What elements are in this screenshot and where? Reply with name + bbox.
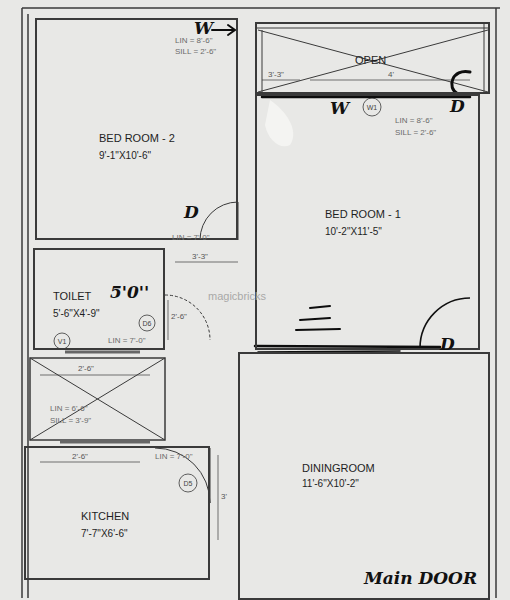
room-name: BED ROOM - 2 [99,132,175,144]
vent-tag: V1 [58,338,67,345]
dimension-line [168,300,169,340]
window-line [255,28,490,29]
dimension: 3' [221,492,227,501]
window-tag: W1 [367,104,378,111]
outer-wall [27,14,29,598]
dimension-line [40,462,140,463]
sill-note: SILL = 2'-6" [175,47,216,56]
hand-window-mark [262,96,470,99]
watermark: magicbricks [208,290,266,302]
door-swing [155,448,210,503]
outer-wall [495,8,497,598]
room-size: 7'-7"X6'-6" [81,528,128,539]
handwritten-mark: D [440,334,455,354]
door-tag: D6 [143,320,152,327]
room-name: DININGROOM [302,462,375,474]
dimension-line [262,80,300,81]
lintel-note: LIN = 8'-6" [175,36,213,45]
room-name: OPEN [355,54,386,66]
room-outline: DININGROOM 11'-6"X10'-2" [238,352,490,600]
vent-tag-circle [54,333,70,349]
hand-scribble [296,306,340,330]
window-tag-circle [363,98,381,116]
erasure-patch [265,100,293,146]
dimension: 3'-3" [192,252,208,261]
ventilator-shaft [30,358,165,440]
lintel-note: LIN = 6'-6" [50,404,88,413]
lintel-note: LIN = 8'-6" [395,116,433,125]
sill-note: SILL = 3'-9" [50,416,91,425]
door-swing [165,295,210,340]
window-line [262,30,263,94]
ventilator-cross [30,358,165,440]
room-size: 5'-6"X4'-9" [53,308,100,319]
room-outline: OPEN [255,22,490,94]
dimension-line [40,375,150,376]
door-tag-circle [139,315,155,331]
outer-wall [21,8,23,598]
handwritten-mark: D [450,96,465,116]
dimension: 3'-3" [268,70,284,79]
handwritten-mark: D [184,202,199,222]
hand-mark [452,71,470,94]
room-size: 11'-6"X10'-2" [302,478,359,489]
dimension: 2'-6" [171,312,187,321]
outer-wall [22,7,500,9]
room-outline: KITCHEN 7'-7"X6'-6" [24,446,210,580]
lintel-note: LIN = 7'-0" [172,233,210,242]
handwritten-note: Main DOOR [364,568,477,588]
handwritten-mark: W [194,18,213,38]
ventilator-cross [30,358,165,440]
dimension: 2'-6" [72,452,88,461]
room-name: TOILET [53,290,91,302]
room-name: KITCHEN [81,510,129,522]
dimension: 2'-6" [78,364,94,373]
window-line [484,22,485,94]
window-line [65,351,140,354]
open-cross [258,30,488,92]
room-name: BED ROOM - 1 [325,208,401,220]
sill-note: SILL = 2'-6" [395,128,436,137]
room-outline: BED ROOM - 1 10'-2"X11'-5" [255,94,480,350]
lintel-note: LIN = 7'-0" [108,336,146,345]
dimension-line [175,262,238,263]
door-tag: D5 [184,480,193,487]
room-size: 9'-1"X10'-6" [99,150,151,161]
room-size: 10'-2"X11'-5" [325,226,382,237]
handwritten-mark: W [330,98,349,118]
dimension: 4' [388,70,394,79]
dimension-line [310,80,470,81]
lintel-note: LIN = 7'-0" [155,452,193,461]
dimension-line [218,455,219,540]
hand-arrow [212,29,234,31]
window-line [60,441,150,444]
open-cross [258,30,488,92]
handwritten-mark: 5'0'' [110,282,149,302]
door-tag-circle [179,474,197,492]
hand-door-mark [255,346,440,347]
hand-arrow [228,25,235,35]
